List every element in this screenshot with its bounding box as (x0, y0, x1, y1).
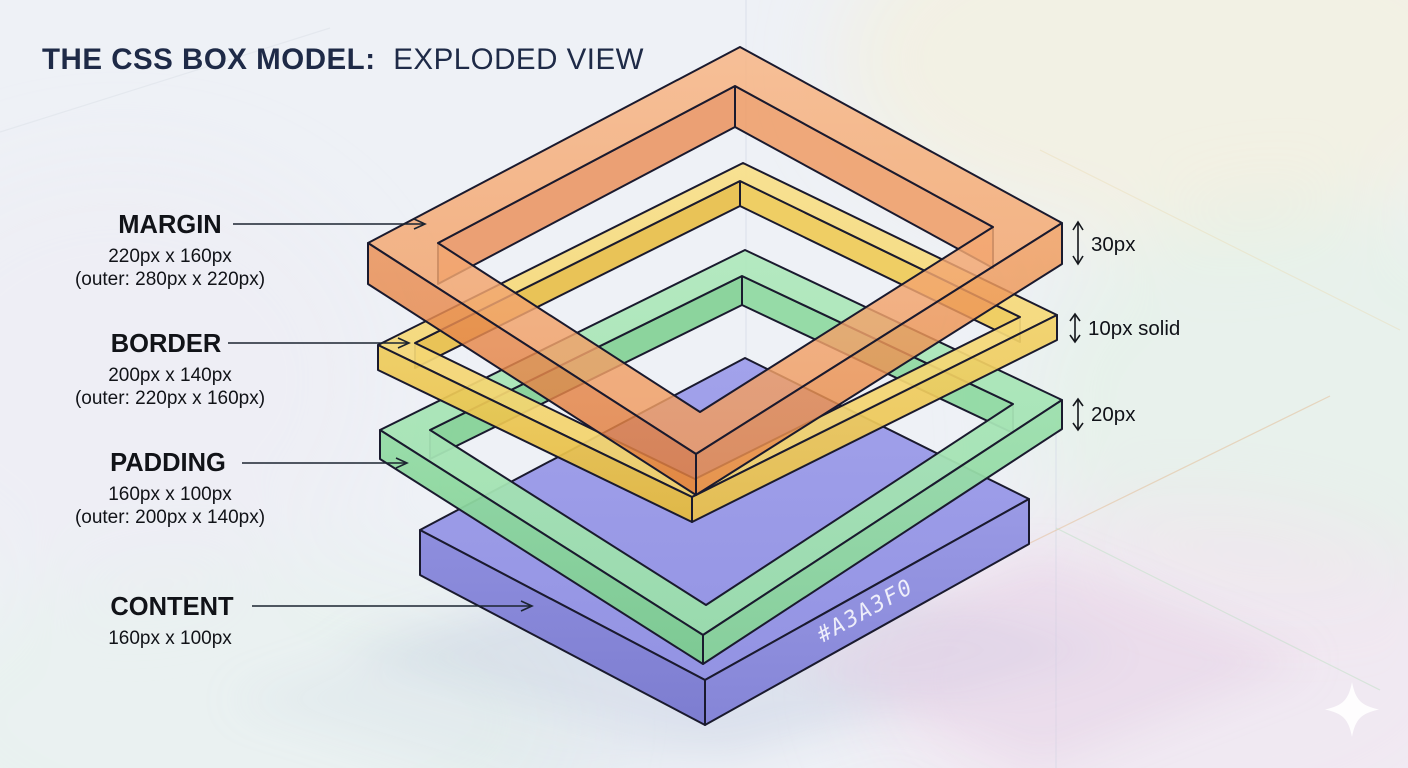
label-margin-arrow (233, 218, 427, 230)
dim-border-arrow (1069, 312, 1081, 344)
label-padding-outer: (outer: 200px x 140px) (75, 507, 265, 528)
label-content: CONTENT 160px x 100px (108, 593, 534, 649)
label-margin-size: 220px x 160px (108, 246, 232, 267)
label-border-size: 200px x 140px (108, 365, 232, 386)
dimension-annotations: 30px 10px solid 20px (1069, 220, 1180, 432)
dim-border-thickness: 10px solid (1069, 312, 1180, 344)
margin-layer (367, 46, 1063, 496)
label-border-outer: (outer: 220px x 160px) (75, 388, 265, 409)
label-padding-name: PADDING (110, 449, 226, 477)
border-layer (377, 162, 1058, 523)
content-front-right-face (704, 498, 1030, 726)
dim-margin-arrow (1072, 220, 1084, 266)
border-front-right-face (691, 314, 1058, 523)
dim-border-text: 10px solid (1088, 317, 1180, 340)
layer-labels: MARGIN 220px x 160px (outer: 280px x 220… (75, 211, 534, 649)
label-content-size: 160px x 100px (108, 628, 232, 649)
label-border-arrow (228, 337, 411, 349)
label-margin-outer: (outer: 280px x 220px) (75, 269, 265, 290)
padding-front-right-face (702, 399, 1063, 665)
label-padding-size: 160px x 100px (108, 484, 232, 505)
margin-front-right-face (695, 222, 1063, 496)
page-title-secondary: EXPLODED VIEW (393, 43, 644, 76)
dim-padding-thickness: 20px (1072, 397, 1136, 432)
label-margin-name: MARGIN (118, 211, 221, 239)
label-padding: PADDING 160px x 100px (outer: 200px x 14… (75, 449, 409, 528)
label-border: BORDER 200px x 140px (outer: 220px x 160… (75, 330, 411, 409)
label-margin: MARGIN 220px x 160px (outer: 280px x 220… (75, 211, 427, 290)
dim-padding-arrow (1072, 397, 1084, 432)
label-content-arrow (252, 600, 534, 612)
dim-margin-text: 30px (1091, 233, 1136, 256)
dim-margin-thickness: 30px (1072, 220, 1136, 266)
label-border-name: BORDER (111, 330, 222, 358)
label-content-name: CONTENT (110, 593, 234, 621)
page-title-primary: THE CSS BOX MODEL: (42, 43, 376, 76)
sparkle-icon (1325, 682, 1379, 737)
dim-padding-text: 20px (1091, 403, 1136, 426)
page-title: THE CSS BOX MODEL: EXPLODED VIEW (42, 43, 644, 76)
content-layer (419, 357, 1030, 726)
label-padding-arrow (242, 457, 409, 469)
